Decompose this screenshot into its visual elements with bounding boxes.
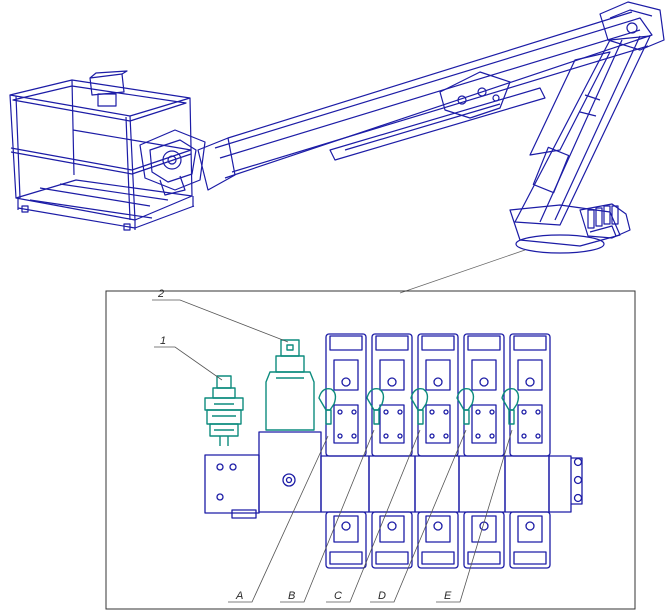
end-plate (548, 455, 572, 513)
boom-knuckle (599, 1, 665, 51)
teal-components (204, 339, 520, 446)
callout-leaders (152, 299, 513, 603)
section-label-e: E (444, 590, 452, 602)
lower-solenoid-bank (325, 511, 551, 569)
spool-section-e (504, 455, 550, 513)
hand-levers (318, 388, 520, 425)
spool-section-a (320, 455, 370, 513)
turret-base (509, 203, 631, 254)
valve-block (204, 333, 583, 569)
spool-section-b (368, 455, 416, 513)
section-label-b: B (288, 590, 295, 602)
detail-leader-line (399, 249, 526, 294)
fly-boom (197, 11, 653, 191)
callout-2: 2 (157, 288, 164, 300)
basket-rotator (139, 129, 206, 196)
detail-frame (105, 290, 636, 610)
pressure-switch-item-2 (265, 339, 315, 431)
basket (9, 70, 195, 231)
section-label-a: A (235, 590, 243, 602)
section-label-c: C (334, 590, 342, 602)
section-label-d: D (378, 590, 386, 602)
callout-1: 1 (160, 335, 166, 347)
relief-valve-item-1 (204, 375, 244, 446)
aerial-work-platform (9, 1, 665, 254)
spool-section-c (414, 455, 460, 513)
main-boom (514, 35, 651, 226)
solenoid-bank (325, 333, 551, 457)
spool-section-d (458, 455, 506, 513)
